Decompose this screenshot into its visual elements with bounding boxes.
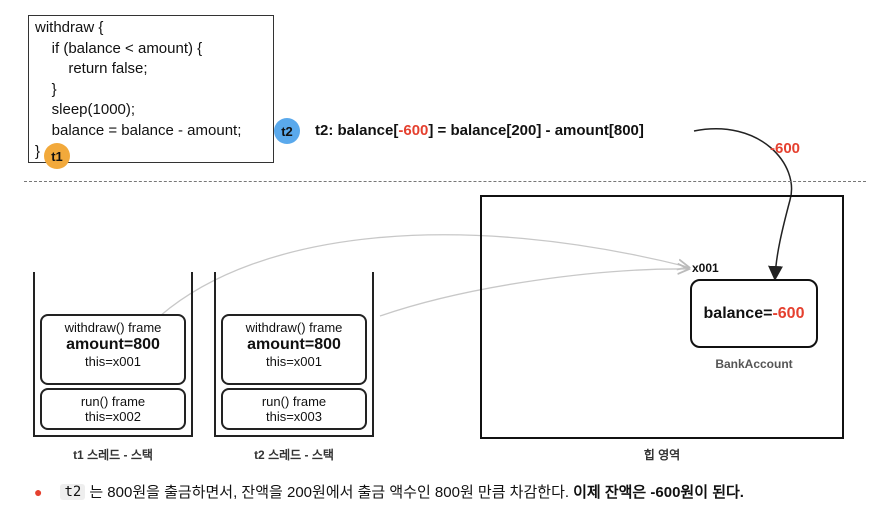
t2-reference-arrow xyxy=(379,269,688,317)
equation-value: -600 xyxy=(398,122,429,139)
code-line: sleep(1000); xyxy=(35,101,136,119)
withdraw-frame: withdraw() frame amount=800 this=x001 xyxy=(221,314,367,385)
object-field-label: balance= xyxy=(703,304,773,322)
frame-name: withdraw() frame xyxy=(245,320,343,335)
heap-caption: 힙 영역 xyxy=(643,448,681,462)
code-line: withdraw { xyxy=(35,19,104,36)
code-line: balance = balance - amount; xyxy=(35,121,242,139)
t2-stack: withdraw() frame amount=800 this=x001 ru… xyxy=(214,272,374,437)
object-field-value: -600 xyxy=(772,304,805,322)
code-line: return false; xyxy=(35,60,148,78)
frame-reference: this=x001 xyxy=(84,354,141,369)
inline-code: t2 xyxy=(60,483,86,500)
equation-prefix: t2: balance[ xyxy=(315,122,399,139)
run-frame: run() frame this=x003 xyxy=(221,388,367,430)
code-line: if (balance < amount) { xyxy=(35,39,203,57)
frame-reference: this=x002 xyxy=(84,409,141,424)
balance-equation: t2: balance[-600] = balance[200] - amoun… xyxy=(315,122,644,139)
bank-account-object: balance=-600 xyxy=(690,279,818,348)
frame-name: run() frame xyxy=(80,394,146,409)
frame-name: run() frame xyxy=(261,394,327,409)
divider xyxy=(24,181,866,182)
t1-reference-arrow xyxy=(159,234,688,317)
code-block: withdraw { if (balance < amount) { retur… xyxy=(28,15,274,163)
frame-variable: amount=800 xyxy=(66,336,160,353)
result-label: -600 xyxy=(770,140,801,157)
bullet-icon: ● xyxy=(34,483,43,500)
frame-reference: this=x003 xyxy=(265,409,322,424)
run-frame: run() frame this=x002 xyxy=(40,388,186,430)
explanation-note: ● t2 는 800원을 출금하면서, 잔액을 200원에서 출금 액수인 80… xyxy=(34,481,744,502)
t1-stack: withdraw() frame amount=800 this=x001 ru… xyxy=(33,272,193,437)
frame-variable: amount=800 xyxy=(247,336,341,353)
equation-suffix: ] = balance[200] - amount[800] xyxy=(428,122,644,139)
code-line: } xyxy=(35,142,41,160)
code-line: } xyxy=(35,80,57,98)
frame-name: withdraw() frame xyxy=(64,320,162,335)
t1-stack-caption: t1 스레드 - 스택 xyxy=(73,448,153,462)
frame-reference: this=x001 xyxy=(265,354,322,369)
note-text: 는 800원을 출금하면서, 잔액을 200원에서 출금 액수인 800원 만큼… xyxy=(89,484,570,501)
withdraw-frame: withdraw() frame amount=800 this=x001 xyxy=(40,314,186,385)
note-emphasis: 이제 잔액은 -600원이 된다. xyxy=(573,484,744,501)
thread-t2-marker: t2 xyxy=(274,118,300,144)
object-address: x001 xyxy=(692,261,719,275)
heap-area xyxy=(480,195,844,439)
object-class-name: BankAccount xyxy=(715,357,793,371)
assignment-arrow xyxy=(693,128,793,281)
thread-t1-marker: t1 xyxy=(44,143,70,169)
t2-stack-caption: t2 스레드 - 스택 xyxy=(254,448,334,462)
